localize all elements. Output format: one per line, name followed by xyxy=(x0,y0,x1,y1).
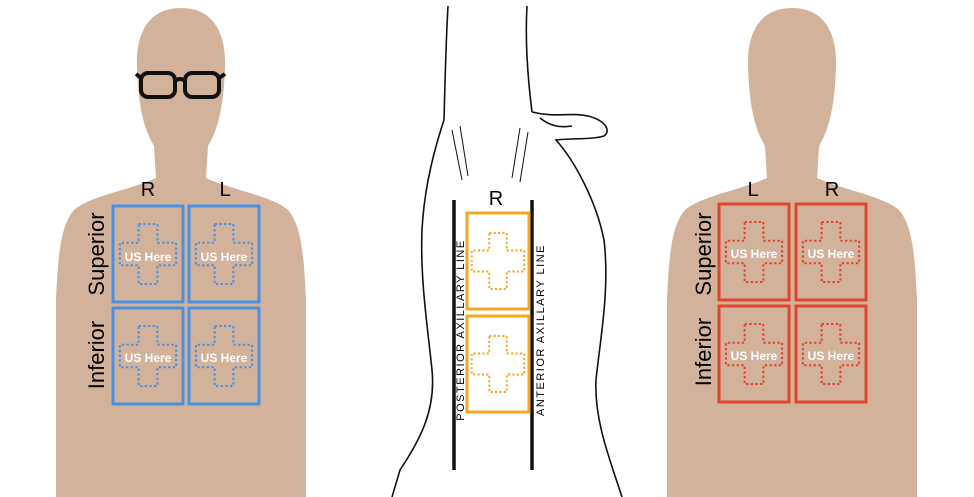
anterior-axillary-line-label: ANTERIOR AXILLARY LINE xyxy=(535,244,547,416)
lateral-zone-inferior xyxy=(465,314,531,414)
posterior-row-label-inferior: Inferior xyxy=(691,318,716,386)
posterior-axillary-line-label: POSTERIOR AXILLARY LINE xyxy=(455,239,467,420)
anterior-zone-left-superior xyxy=(187,204,261,304)
posterior-zone-left-inferior xyxy=(717,304,791,404)
anterior-side-label-right: R xyxy=(141,179,155,201)
posterior-zone-right-superior xyxy=(794,202,868,302)
anterior-row-label-superior: Superior xyxy=(84,212,109,295)
lateral-zone-superior xyxy=(465,211,531,311)
lateral-view: POSTERIOR AXILLARY LINE ANTERIOR AXILLAR… xyxy=(391,5,623,497)
anterior-zone-right-superior xyxy=(111,204,185,304)
anterior-view: R L Superior Inferior US Here US Here US… xyxy=(56,8,306,497)
anterior-zone-label: US Here xyxy=(125,250,172,264)
posterior-zone-left-superior xyxy=(717,202,791,302)
posterior-side-label-right: R xyxy=(825,179,839,201)
glasses-icon xyxy=(134,71,227,99)
posterior-zone-label: US Here xyxy=(808,247,855,261)
posterior-zone-label: US Here xyxy=(731,349,778,363)
anterior-zone-label: US Here xyxy=(201,250,248,264)
posterior-zone-label: US Here xyxy=(808,349,855,363)
anterior-row-label-inferior: Inferior xyxy=(84,321,109,389)
posterior-row-label-superior: Superior xyxy=(691,212,716,295)
anterior-zone-label: US Here xyxy=(201,351,248,365)
posterior-view: L R Superior Inferior US Here US Here US… xyxy=(667,8,917,497)
anterior-zone-left-inferior xyxy=(187,306,261,406)
posterior-zone-right-inferior xyxy=(794,304,868,404)
anterior-zone-right-inferior xyxy=(111,306,185,406)
lateral-zone-label: US Here xyxy=(475,254,522,268)
posterior-side-label-left: L xyxy=(747,179,758,201)
anterior-side-label-left: L xyxy=(219,179,230,201)
anterior-zone-label: US Here xyxy=(125,351,172,365)
posterior-zone-label: US Here xyxy=(731,247,778,261)
lateral-zone-label: US Here xyxy=(475,359,522,373)
lateral-torso-sketch xyxy=(391,5,623,497)
lateral-side-label-right: R xyxy=(489,188,503,210)
